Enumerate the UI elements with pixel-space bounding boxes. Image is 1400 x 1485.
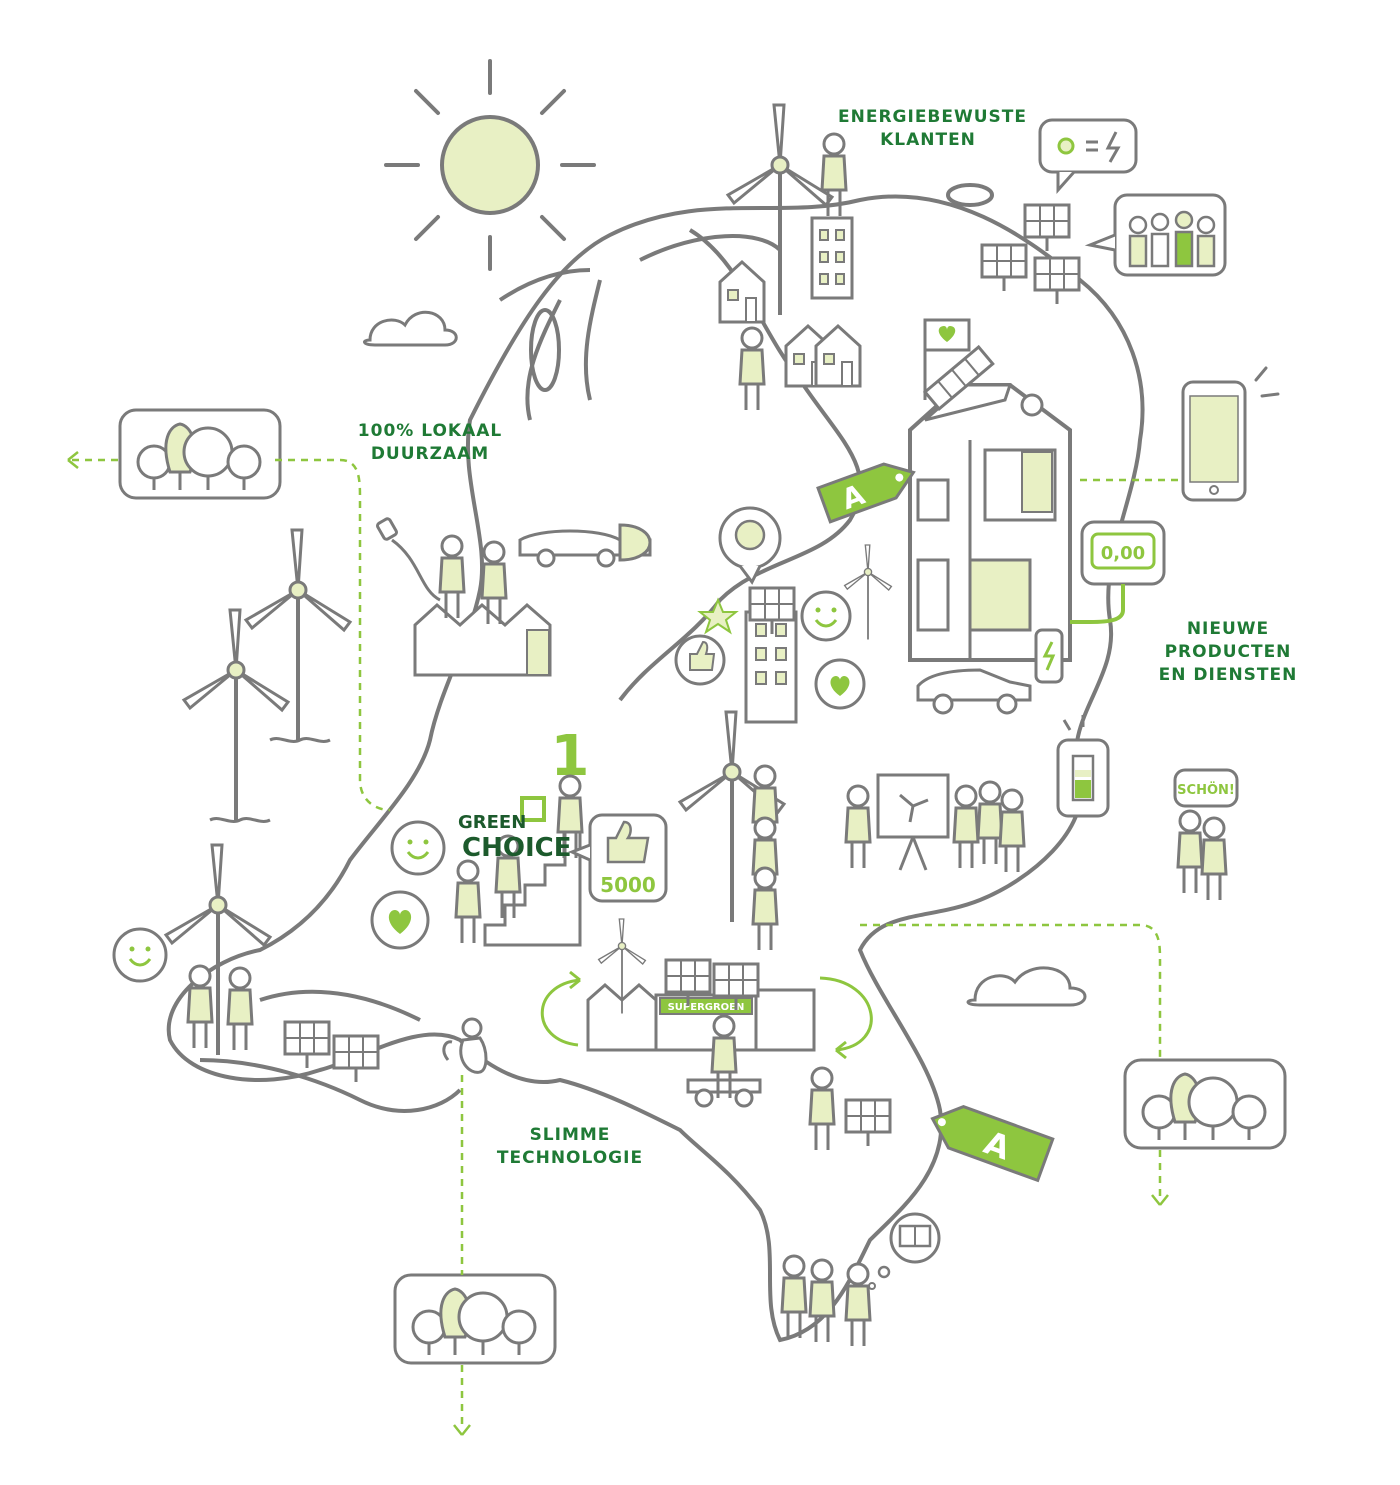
meter-readout: 0,00 xyxy=(1101,543,1145,564)
shout-text: SCHÖN! xyxy=(1177,782,1235,798)
heading-new-products: NIEUWE PRODUCTEN EN DIENSTEN xyxy=(1158,619,1298,685)
person-figure xyxy=(751,866,779,952)
heart-flag-icon xyxy=(923,318,971,400)
tree-group-icon xyxy=(393,1273,557,1365)
electric-car-icon xyxy=(916,668,1032,715)
electric-car-icon xyxy=(686,1078,762,1108)
logo-text-green: GREEN xyxy=(458,812,526,833)
person-figure xyxy=(780,1254,808,1340)
solar-panel-icon xyxy=(332,1034,380,1084)
logo-text-choice: CHOICE xyxy=(462,833,571,863)
thumbs-up-icon xyxy=(606,820,650,864)
house-icon xyxy=(814,324,862,388)
solar-panel-icon xyxy=(922,344,995,411)
smiley-bubble-icon xyxy=(800,590,852,642)
solar-panel-icon xyxy=(1033,256,1081,306)
smiley-bubble-icon xyxy=(112,927,168,983)
person-figure xyxy=(186,964,214,1050)
heart-bubble-icon xyxy=(814,658,866,710)
person-figure xyxy=(454,859,482,945)
person-figure xyxy=(1176,809,1204,895)
arrow-down-icon xyxy=(453,1424,471,1436)
plug-icon xyxy=(376,517,441,602)
tree-group-icon xyxy=(1123,1058,1287,1150)
wind-turbine-icon xyxy=(182,608,290,822)
thumbs-up-bubble-icon xyxy=(674,634,726,686)
solar-panel-icon xyxy=(283,1020,331,1070)
electric-car-icon xyxy=(518,523,652,568)
connector-lines xyxy=(68,458,1180,1430)
arrow-left-icon xyxy=(67,451,79,469)
person-figure xyxy=(808,1258,836,1344)
person-figure xyxy=(998,788,1026,874)
cloud-icon xyxy=(966,966,1087,1007)
wind-turbine-icon xyxy=(843,544,893,641)
charging-station-icon xyxy=(1034,628,1064,684)
row-houses xyxy=(413,602,552,677)
sun-energy-bubble-icon xyxy=(1038,118,1138,194)
apartment-building xyxy=(810,216,854,300)
customers-group-bubble xyxy=(1084,193,1227,277)
person-figure xyxy=(952,784,980,870)
person-figure xyxy=(844,1262,872,1348)
shop-sign: SUPERGROEN xyxy=(668,1002,745,1013)
arrow-down-icon xyxy=(1151,1194,1169,1206)
thought-bubble-solar xyxy=(868,1212,941,1290)
person-figure xyxy=(976,780,1004,866)
solar-panel-icon xyxy=(844,1098,892,1148)
person-figure xyxy=(808,1066,836,1152)
battery-icon xyxy=(1056,715,1110,818)
person-figure xyxy=(1200,816,1228,902)
house-icon xyxy=(718,260,766,324)
solar-panel-icon xyxy=(980,243,1028,293)
energy-label-icon: A xyxy=(930,1104,1055,1183)
helpdesk-bubble xyxy=(718,506,782,585)
star-icon xyxy=(697,597,739,635)
likes-bubble: 5000 xyxy=(568,813,668,903)
heading-local-sustainable: 100% LOKAAL DUURZAAM xyxy=(357,421,503,464)
sun-icon xyxy=(384,59,596,271)
person-figure xyxy=(226,966,254,1052)
smart-meter-icon: 0,00 xyxy=(1070,520,1166,624)
smart-house xyxy=(908,383,1072,662)
person-figure xyxy=(844,784,872,870)
heading-smart-tech: SLIMME TECHNOLOGIE xyxy=(496,1125,644,1168)
wind-turbine-icon xyxy=(244,528,352,742)
presentation-board xyxy=(876,773,950,871)
supergroen-shop: SUPERGROEN xyxy=(586,982,816,1052)
tree-group-icon xyxy=(118,408,282,500)
cycle-arrow-icon xyxy=(819,976,873,1052)
cycle-arrow-icon xyxy=(540,978,581,1047)
likes-count: 5000 xyxy=(600,873,656,897)
heading-energy-customers: ENERGIEBEWUSTE KLANTEN xyxy=(838,107,1028,150)
person-figure xyxy=(438,534,466,620)
cat-icon xyxy=(442,1017,488,1074)
smartphone-icon xyxy=(1181,366,1280,502)
person-figure xyxy=(738,326,766,412)
greenchoice-logo: GREEN CHOICE xyxy=(458,796,571,863)
energy-label-icon: A xyxy=(816,462,916,524)
shout-bubble: SCHÖN! xyxy=(1173,768,1239,808)
heart-bubble-icon xyxy=(370,890,430,950)
smiley-bubble-icon xyxy=(390,820,446,876)
cloud-icon xyxy=(363,310,458,347)
